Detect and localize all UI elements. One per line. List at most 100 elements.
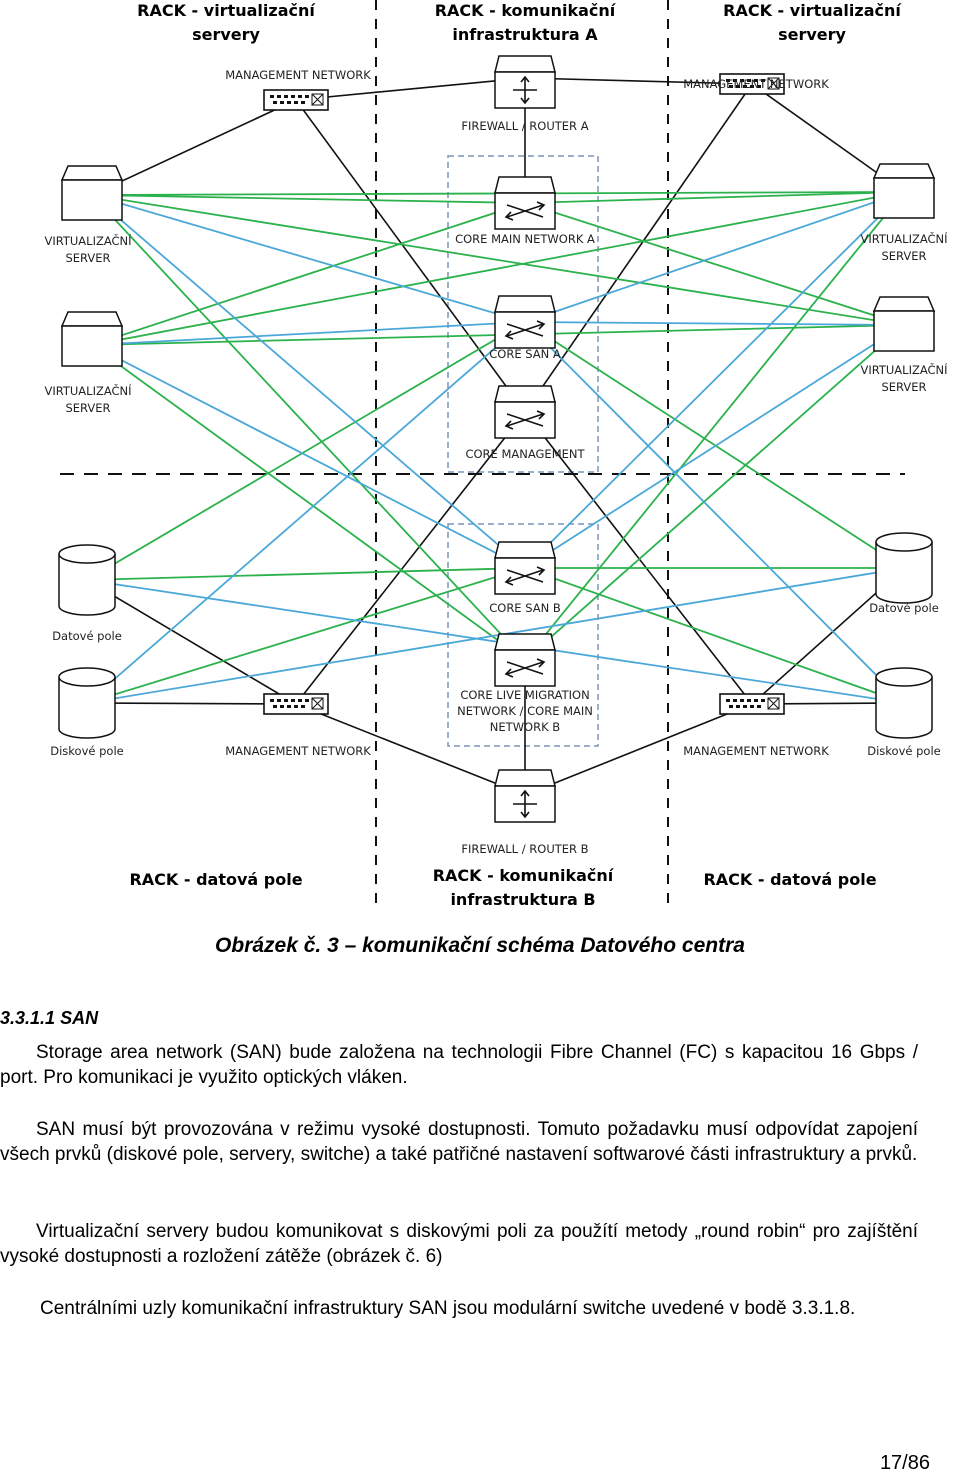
core-live-label: NETWORK B [490, 720, 561, 734]
san-link [86, 321, 526, 704]
network-link [86, 321, 526, 581]
paragraph-4: Centrálními uzly komunikační infrastrukt… [0, 1296, 918, 1321]
network-link [524, 202, 905, 326]
san-link [91, 344, 526, 569]
paragraph-2: SAN musí být provozována v režimu vysoké… [0, 1117, 918, 1167]
paragraph-4-first: Centrálními uzly komunikační infrastrukt… [40, 1298, 787, 1319]
core-switch-icon [494, 541, 556, 595]
management-switch-icon [719, 73, 785, 95]
diskove-right-label: Diskové pole [867, 744, 940, 758]
core-live-label: CORE LIVE MIGRATION [460, 688, 589, 702]
san-link [524, 191, 905, 323]
datove-left-label: Datové pole [52, 629, 122, 643]
paragraph-4-rest: 3.3.1.8. [791, 1298, 856, 1319]
network-link [524, 324, 905, 661]
core-san-a-label: CORE SAN A [489, 347, 561, 361]
network-link [91, 194, 526, 661]
management-link [295, 77, 526, 101]
server-icon [872, 163, 936, 219]
disk-array-icon [875, 667, 933, 739]
firewall-router-icon [494, 769, 556, 823]
paragraph-3-rest: pro zajíštění vysoké dostupnosti a rozlo… [0, 1221, 919, 1267]
paragraph-3: Virtualizační servery budou komunikovat … [0, 1219, 918, 1269]
page-number: 17/86 [879, 1452, 930, 1474]
core-main-a-label: CORE MAIN NETWORK A [455, 232, 595, 246]
figure-caption: Obrázek č. 3 – komunikační schéma Datové… [215, 934, 745, 957]
network-link [524, 321, 905, 569]
mgmt-top-left-label: MANAGEMENT NETWORK [225, 68, 371, 82]
network-link [91, 202, 526, 346]
san-link [91, 321, 526, 346]
firewall-router-icon [494, 55, 556, 109]
mgmt-top-right-label: MANAGEMENT NETWORK [683, 77, 829, 91]
core-live-label: NETWORK / CORE MAIN [457, 704, 593, 718]
section-number: 3.3.1.1 [0, 1008, 56, 1028]
rack-label: RACK - virtualizační [723, 1, 902, 20]
san-link [86, 567, 905, 704]
firewall-b-label: FIREWALL / ROUTER B [461, 842, 588, 856]
vserver-left-2-label: VIRTUALIZAČNÍ [44, 383, 132, 398]
vserver-right-2-label: VIRTUALIZAČNÍ [860, 362, 948, 377]
network-link [91, 344, 526, 661]
rack-label: servery [778, 25, 846, 44]
vserver-right-1-label: VIRTUALIZAČNÍ [860, 231, 948, 246]
management-link [524, 77, 753, 85]
vserver-left-1-label: VIRTUALIZAČNÍ [44, 233, 132, 248]
san-link [91, 194, 526, 569]
disk-array-icon [875, 532, 933, 604]
vserver-right-2-label: SERVER [881, 380, 926, 394]
management-switch-icon [719, 693, 785, 715]
mgmt-bottom-right-label: MANAGEMENT NETWORK [683, 744, 829, 758]
rack-label: RACK - komunikační [435, 1, 617, 20]
section-title: SAN [60, 1008, 99, 1028]
rack-label: RACK - virtualizační [137, 1, 316, 20]
rack-label: infrastruktura A [452, 25, 598, 44]
management-link [86, 579, 297, 705]
section-heading: 3.3.1.1 SAN [0, 1008, 98, 1029]
management-switch-icon [263, 89, 329, 111]
server-icon [60, 165, 124, 221]
datove-right-label: Datové pole [869, 601, 939, 615]
network-link [91, 194, 526, 204]
management-link [91, 99, 297, 196]
paragraph-2-rest: odpovídat zapojení všech prvků (diskové … [0, 1119, 919, 1165]
mgmt-bottom-left-label: MANAGEMENT NETWORK [225, 744, 371, 758]
network-link [86, 567, 526, 704]
core-switch-icon [494, 295, 556, 349]
network-link [86, 567, 526, 581]
core-switch-icon [494, 633, 556, 687]
rack-label: RACK - datová pole [129, 870, 302, 889]
network-link [91, 191, 905, 346]
network-link [91, 194, 905, 326]
core-san-b-label: CORE SAN B [489, 601, 561, 615]
paragraph-3-first: Virtualizační servery budou komunikovat … [36, 1221, 806, 1242]
vserver-right-1-label: SERVER [881, 249, 926, 263]
diskove-left-label: Diskové pole [50, 744, 123, 758]
rack-label: infrastruktura B [450, 890, 595, 909]
san-link [524, 191, 905, 569]
network-link [524, 191, 905, 661]
paragraph-1-first: Storage area network (SAN) bude založena… [36, 1042, 718, 1063]
san-link [86, 579, 905, 704]
core-switch-icon [494, 385, 556, 439]
management-link [295, 703, 526, 796]
paragraph-1: Storage area network (SAN) bude založena… [0, 1040, 918, 1090]
management-link [295, 99, 526, 413]
network-link [524, 191, 905, 204]
firewall-a-label: FIREWALL / ROUTER A [461, 119, 588, 133]
san-link [524, 324, 905, 569]
server-icon [60, 311, 124, 367]
management-switch-icon [263, 693, 329, 715]
vserver-left-2-label: SERVER [65, 401, 110, 415]
paragraph-2-first: SAN musí být provozována v režimu vysoké… [36, 1119, 748, 1140]
disk-array-icon [58, 544, 116, 616]
core-a-frame [447, 155, 599, 473]
rack-label: RACK - komunikační [433, 866, 615, 885]
san-link [524, 321, 905, 704]
disk-array-icon [58, 667, 116, 739]
san-link [91, 194, 526, 323]
management-link [524, 411, 753, 705]
rack-label: RACK - datová pole [703, 870, 876, 889]
rack-label: servery [192, 25, 260, 44]
management-link [524, 703, 753, 796]
